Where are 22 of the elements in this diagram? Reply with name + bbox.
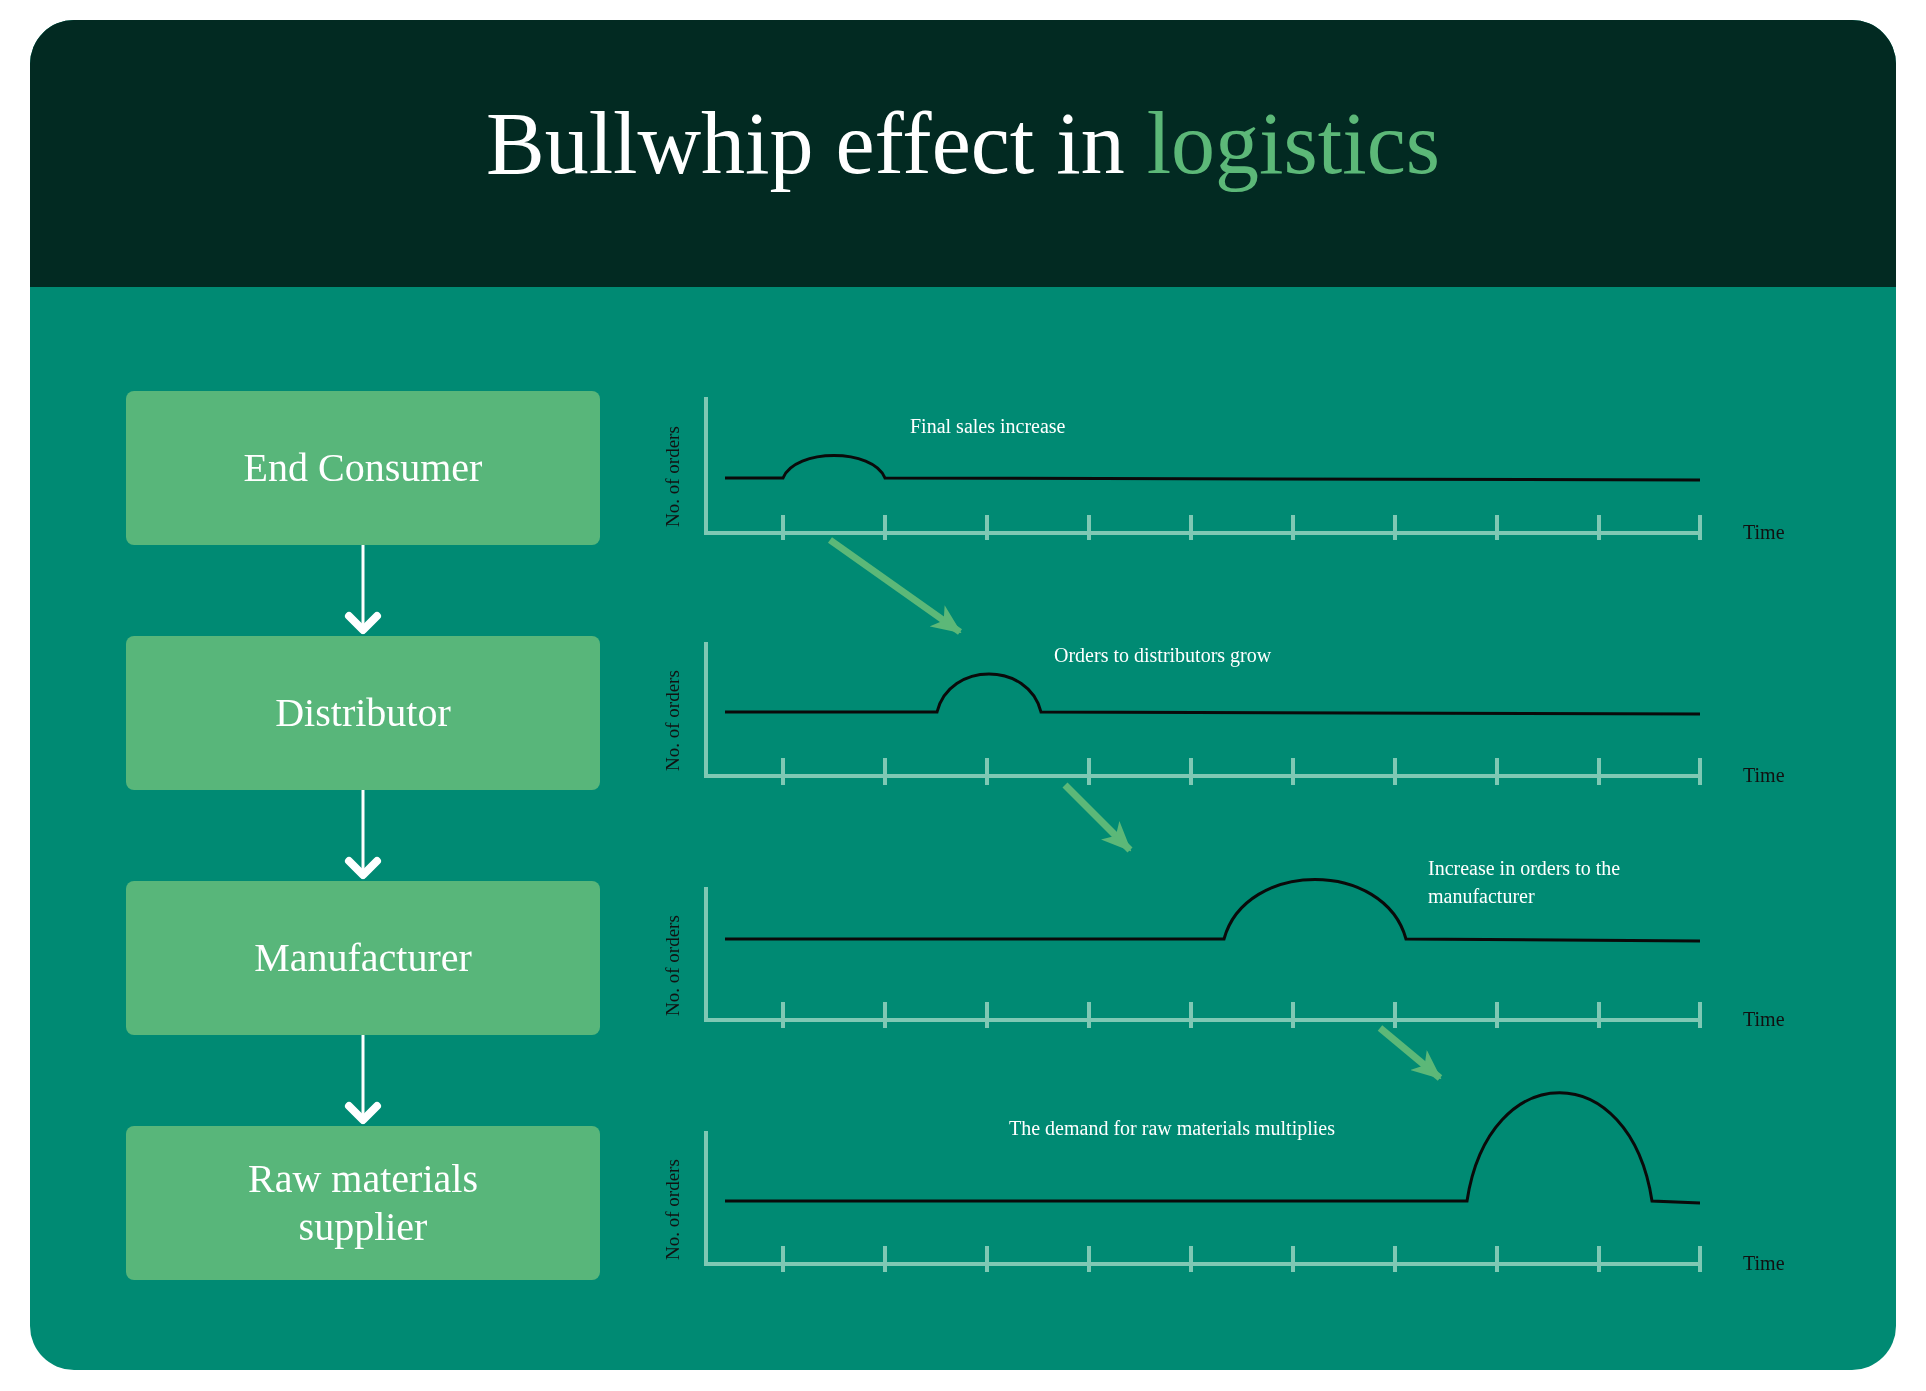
axis-label: Time (1743, 1252, 1785, 1275)
process-box: Distributor (126, 636, 600, 790)
process-box: Manufacturer (126, 881, 600, 1035)
axis-label: No. of orders (662, 914, 684, 1016)
chart-annotation: Orders to distributors grow (1054, 643, 1273, 669)
process-box: End Consumer (126, 391, 600, 545)
axis-label: Time (1743, 764, 1785, 787)
arrow (345, 790, 381, 879)
arrow (345, 1035, 381, 1124)
arrow (828, 537, 962, 635)
chart-annotation: The demand for raw materials multiplies (1009, 1116, 1336, 1142)
axis-label: Time (1743, 1008, 1785, 1031)
process-box: Raw materials supplier (126, 1126, 600, 1280)
chart-annotation: Final sales increase (910, 414, 1067, 439)
arrow (1062, 782, 1133, 853)
axis-label: No. of orders (662, 1158, 684, 1260)
arrow (345, 545, 381, 634)
axis-label: No. of orders (662, 670, 684, 771)
arrow (1377, 1025, 1443, 1081)
axis-label: Time (1743, 521, 1785, 544)
axis-label: No. of orders (662, 426, 684, 527)
chart-annotation: Increase in orders to the manufacturer (1428, 856, 1622, 909)
